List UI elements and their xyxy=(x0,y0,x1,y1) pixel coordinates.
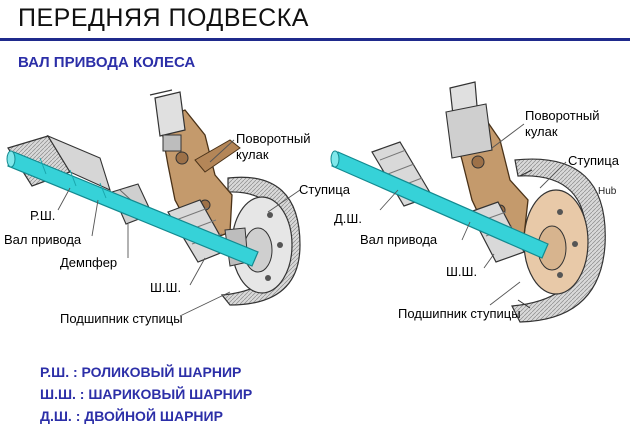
left-strut xyxy=(149,89,186,152)
right-drive-shaft xyxy=(330,150,549,259)
left-drive-shaft-assembly xyxy=(6,89,301,317)
right-leader-lines xyxy=(379,123,567,306)
label-right-hub-en: Hub xyxy=(598,186,617,197)
right-strut xyxy=(445,81,493,159)
label-left-drive-shaft: Вал привода xyxy=(4,232,82,247)
label-left-knuckle: Поворотный кулак xyxy=(236,131,310,163)
title-underline xyxy=(0,38,630,41)
label-left-ball-joint: Ш.Ш. xyxy=(150,280,182,295)
label-left-hub-bearing: Подшипник ступицы xyxy=(60,311,183,326)
page-title: ПЕРЕДНЯЯ ПОДВЕСКА xyxy=(18,4,309,32)
label-right-hub-bearing: Подшипник ступицы xyxy=(398,306,521,321)
left-leader-lines xyxy=(57,139,301,317)
label-right-knuckle-text: Поворотный кулак xyxy=(525,108,600,139)
label-right-drive-shaft: Вал привода xyxy=(360,232,438,247)
label-right-hub: Ступица xyxy=(568,153,619,168)
left-drive-shaft xyxy=(6,150,259,267)
label-right-knuckle: Поворотный кулак xyxy=(525,108,599,140)
label-left-knuckle-text: Поворотный кулак xyxy=(236,131,311,162)
label-left-tripod-joint: Р.Ш. xyxy=(30,208,56,223)
left-hub-disc xyxy=(220,176,301,306)
label-left-hub: Ступица xyxy=(299,182,350,197)
section-subtitle: ВАЛ ПРИВОДА КОЛЕСА xyxy=(18,54,196,71)
legend-item-ball: Ш.Ш. : ШАРИКОВЫЙ ШАРНИР xyxy=(40,386,253,402)
label-right-ball-joint: Ш.Ш. xyxy=(446,264,478,279)
right-hub-disc xyxy=(511,158,606,323)
label-right-double-joint: Д.Ш. xyxy=(334,211,362,226)
legend-item-tripod: Р.Ш. : РОЛИКОВЫЙ ШАРНИР xyxy=(40,364,242,380)
label-left-damper: Демпфер xyxy=(60,255,118,270)
legend-item-double: Д.Ш. : ДВОЙНОЙ ШАРНИР xyxy=(40,408,223,424)
right-drive-shaft-assembly xyxy=(330,81,606,323)
